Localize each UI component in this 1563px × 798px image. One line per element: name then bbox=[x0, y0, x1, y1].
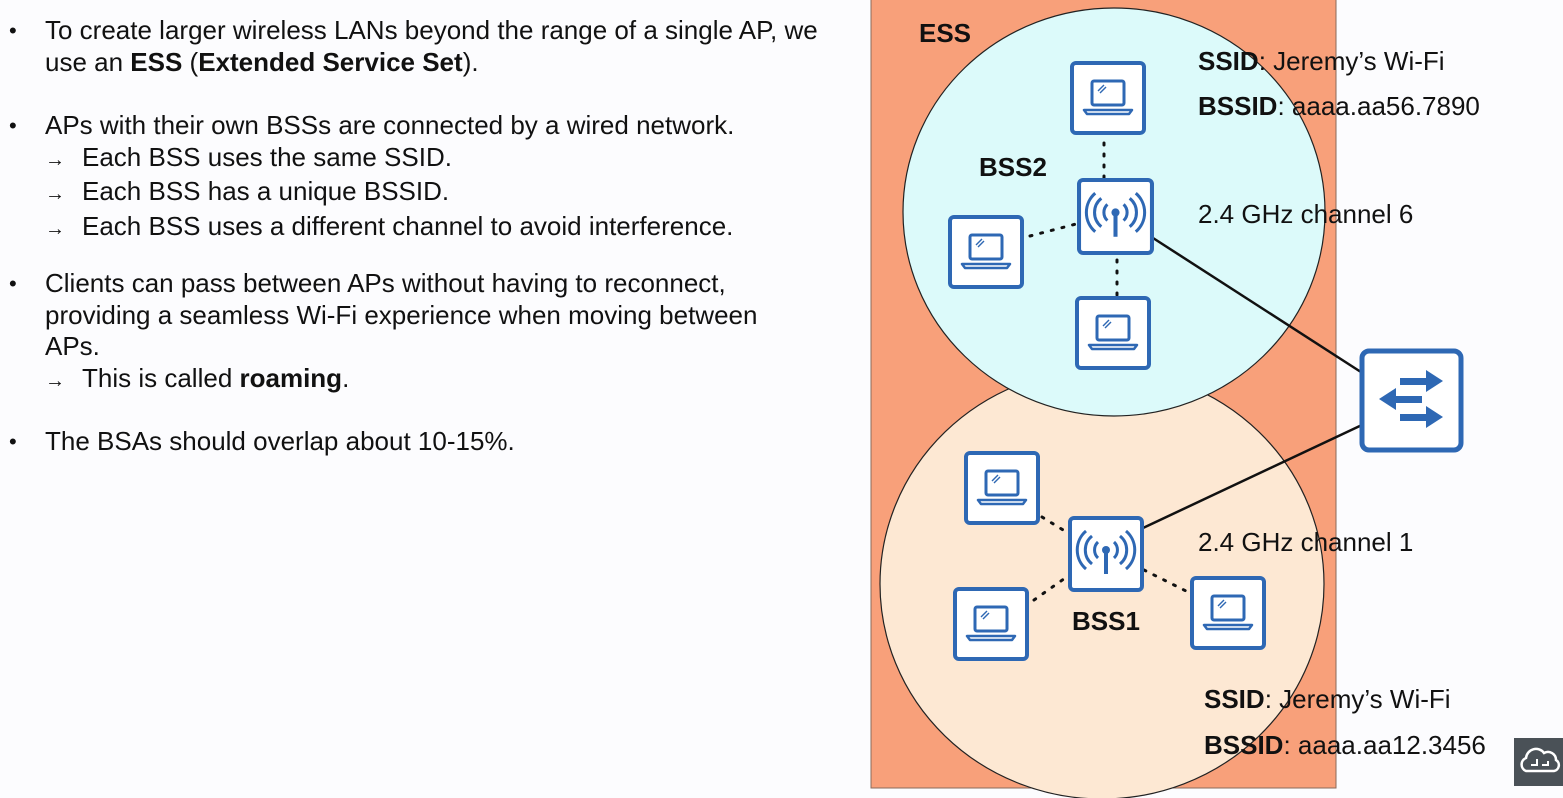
bullet-bold-ess-full: Extended Service Set bbox=[198, 46, 463, 77]
bullet-dot: • bbox=[9, 18, 17, 43]
bullet-dot: • bbox=[9, 113, 17, 138]
bullet-dot: • bbox=[9, 271, 17, 296]
laptop-icon bbox=[964, 451, 1040, 525]
bullet-bold-roaming: roaming bbox=[239, 362, 343, 393]
wireless-access-point-icon bbox=[1068, 516, 1144, 592]
arrow-icon: → bbox=[45, 148, 65, 171]
bullet-text: To create larger wireless LANs beyond th… bbox=[45, 15, 818, 77]
wireless-link bbox=[1040, 515, 1070, 535]
sub-bullet-text: Each BSS has a unique BSSID. bbox=[82, 176, 450, 206]
ssid-key: SSID bbox=[1204, 684, 1265, 714]
sub-bullet: → Each BSS has a unique BSSID. bbox=[45, 176, 835, 211]
sub-bullet-text: This is called bbox=[82, 362, 240, 393]
arrow-icon: → bbox=[45, 369, 65, 392]
sub-bullet: → Each BSS uses a different channel to av… bbox=[45, 211, 835, 246]
bullet-ess-intro: • To create larger wireless LANs beyond … bbox=[9, 15, 835, 78]
laptop-icon bbox=[953, 587, 1029, 661]
wired-link-bss1 bbox=[1142, 422, 1365, 530]
bss2-channel: 2.4 GHz channel 6 bbox=[1198, 199, 1413, 229]
ssid-value: : Jeremy’s Wi-Fi bbox=[1265, 684, 1451, 714]
bssid-key: BSSID bbox=[1204, 730, 1283, 760]
sub-bullet-text: Each BSS uses the same SSID. bbox=[82, 141, 452, 172]
bss1-channel: 2.4 GHz channel 1 bbox=[1198, 527, 1413, 557]
bullet-aps-wired: • APs with their own BSSs are connected … bbox=[9, 110, 835, 246]
bss1-ssid: SSID: Jeremy’s Wi-Fi bbox=[1204, 684, 1451, 714]
wired-link-bss2 bbox=[1152, 236, 1365, 376]
switch-icon bbox=[1359, 348, 1464, 453]
bullet-text: ). bbox=[462, 46, 479, 77]
bullet-bsa-overlap: • The BSAs should overlap about 10-15%. bbox=[9, 426, 835, 458]
bullet-text: Clients can pass between APs without hav… bbox=[45, 268, 758, 361]
arrow-icon: → bbox=[45, 183, 65, 205]
wireless-link bbox=[1028, 222, 1078, 238]
sub-bullet-text: Each BSS uses a different channel to avo… bbox=[82, 210, 734, 241]
ess-label: ESS bbox=[919, 18, 971, 48]
sub-bullet-text: . bbox=[342, 362, 350, 393]
bullet-roaming: • Clients can pass between APs without h… bbox=[9, 268, 835, 398]
bssid-value: : aaaa.aa12.3456 bbox=[1283, 730, 1485, 760]
wireless-access-point-icon bbox=[1079, 180, 1152, 253]
arrow-icon: → bbox=[45, 217, 65, 240]
laptop-icon bbox=[1075, 296, 1151, 370]
bss2-ssid: SSID: Jeremy’s Wi-Fi bbox=[1198, 46, 1445, 76]
bullet-text: APs with their own BSSs are connected by… bbox=[45, 110, 735, 140]
bss1-label: BSS1 bbox=[1072, 606, 1140, 636]
wireless-link bbox=[1032, 574, 1070, 602]
bss2-bssid: BSSID: aaaa.aa56.7890 bbox=[1198, 91, 1480, 121]
laptop-icon bbox=[1190, 576, 1266, 650]
sub-bullet: → Each BSS uses the same SSID. bbox=[45, 142, 835, 177]
bssid-key: BSSID bbox=[1198, 91, 1277, 121]
bullet-dot: • bbox=[9, 429, 17, 454]
bss2-label: BSS2 bbox=[979, 152, 1047, 182]
bullet-text: ( bbox=[182, 46, 199, 77]
bss1-bssid: BSSID: aaaa.aa12.3456 bbox=[1204, 730, 1486, 760]
bssid-value: : aaaa.aa56.7890 bbox=[1277, 91, 1479, 121]
cloud-logo-icon bbox=[1514, 738, 1563, 786]
ssid-key: SSID bbox=[1198, 46, 1259, 76]
ssid-value: : Jeremy’s Wi-Fi bbox=[1259, 46, 1445, 76]
laptop-icon bbox=[948, 215, 1024, 289]
bullet-text: The BSAs should overlap about 10-15%. bbox=[45, 426, 515, 456]
bullet-bold-ess: ESS bbox=[130, 46, 183, 77]
laptop-icon bbox=[1070, 61, 1146, 135]
wireless-link bbox=[1142, 568, 1192, 595]
sub-bullet: → This is called roaming. bbox=[45, 363, 835, 398]
